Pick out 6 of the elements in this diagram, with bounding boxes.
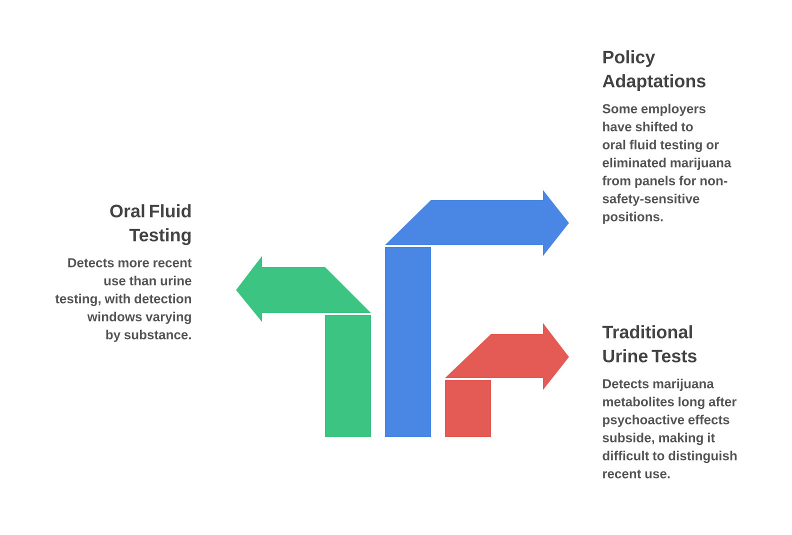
heading: Traditional Urine Tests [602, 325, 696, 362]
heading: Policy Adaptations [602, 50, 706, 91]
description-text: Detects marijuana metabolites long after psychoactive effects subside, making it difficult to distinguish recent use. [602, 378, 737, 478]
description-text: Some employers have shifted to oral fluid testing or eliminated marijuana from panels for non-safety-sensitive positions. [602, 104, 732, 224]
description-text: Detects more recent use than urine testing, with detection windows varying by substance. [55, 258, 192, 342]
heading: Oral Fluid Testing [110, 204, 191, 246]
